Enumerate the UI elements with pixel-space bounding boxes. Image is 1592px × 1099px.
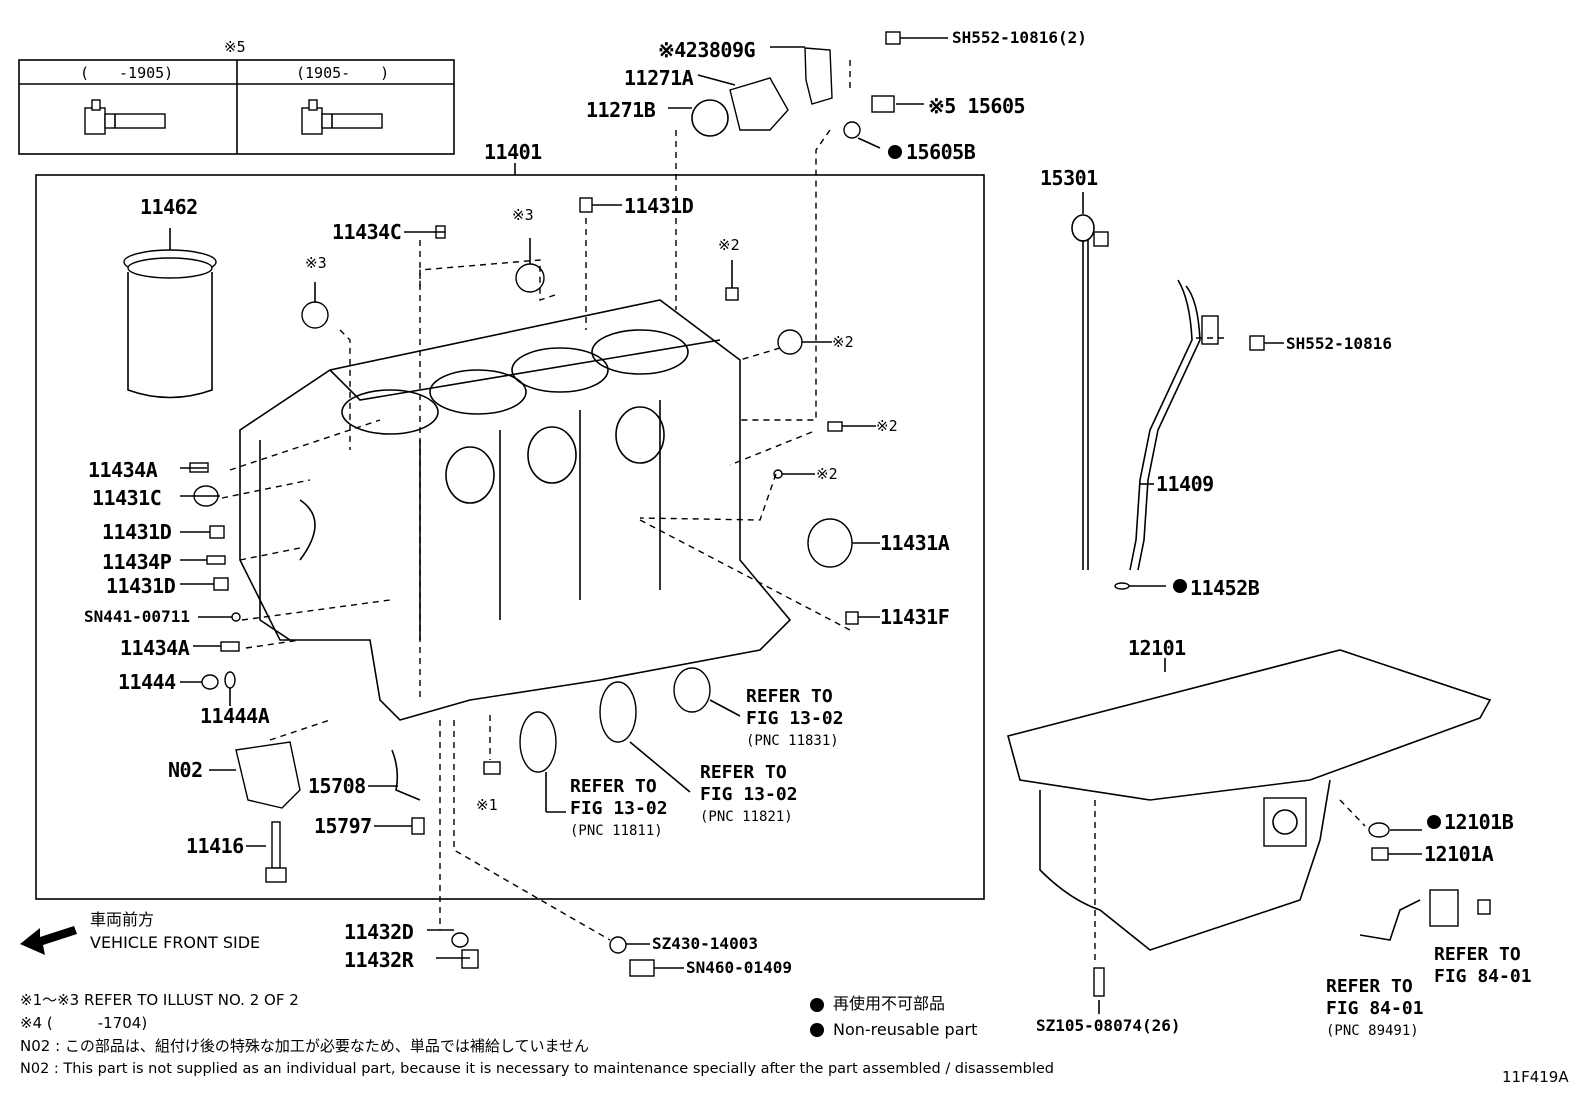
part-label[interactable]: 11434C [332, 220, 402, 244]
part-label[interactable]: 11434A [88, 458, 158, 482]
part-label[interactable]: 11431D [102, 520, 172, 544]
part-label[interactable]: 11434P [102, 550, 172, 574]
leader-lines [180, 37, 1422, 1014]
part-label[interactable]: 11271B [586, 98, 656, 122]
bolt-old-icon [84, 99, 166, 135]
part-label[interactable]: 11431C [92, 486, 162, 510]
part-label[interactable]: ※5 15605 [928, 94, 1026, 118]
part-label[interactable]: 11432R [344, 948, 414, 972]
part-label[interactable]: 15708 [308, 774, 366, 798]
part-label[interactable]: SZ105-08074(26) [1036, 1016, 1181, 1035]
note-2: ※4 ( -1704) [20, 1014, 148, 1032]
part-label[interactable]: 11431A [880, 531, 950, 555]
front-arrow-icon [20, 926, 77, 955]
cylinder-liner [123, 228, 217, 399]
engine-block [239, 299, 792, 721]
legend-dot-1 [810, 998, 824, 1012]
part-label[interactable]: 12101A [1424, 842, 1494, 866]
version-table-header: ※5 [224, 38, 246, 56]
part-label[interactable]: 15301 [1040, 166, 1098, 190]
part-label[interactable]: 11444A [200, 704, 270, 728]
part-label[interactable]: 11416 [186, 834, 244, 858]
part-label[interactable]: 12101B [1444, 810, 1514, 834]
part-label[interactable]: 11462 [140, 195, 198, 219]
ref-mark: ※2 [816, 465, 838, 483]
legend-en: Non-reusable part [833, 1020, 978, 1039]
front-side-en: VEHICLE FRONT SIDE [90, 933, 261, 952]
bolt-new-icon [301, 99, 383, 135]
block-frame [35, 174, 985, 900]
note-4: N02 : This part is not supplied as an in… [20, 1061, 1054, 1077]
legend-dot-2 [810, 1023, 824, 1037]
version-table [18, 59, 455, 155]
ref-mark: ※3 [305, 254, 327, 272]
ref-mark: ※2 [832, 333, 854, 351]
version-col-old: ( -1905) [80, 64, 174, 82]
part-label[interactable]: 11431D [624, 194, 694, 218]
part-label[interactable]: 12101 [1128, 636, 1186, 660]
part-label[interactable]: SH552-10816(2) [952, 28, 1087, 47]
front-side-jp: 車両前方 [90, 910, 155, 929]
note-1: ※1～※3 REFER TO ILLUST NO. 2 OF 2 [20, 991, 299, 1009]
part-label[interactable]: SN441-00711 [84, 607, 190, 626]
part-label[interactable]: 11401 [484, 140, 542, 164]
part-label[interactable]: SZ430-14003 [652, 934, 758, 953]
part-label[interactable]: 11431D [106, 574, 176, 598]
note-3: N02 : この部品は、組付け後の特殊な加工が必要なため、単品では補給していませ… [20, 1037, 590, 1055]
part-label[interactable]: 11452B [1190, 576, 1260, 600]
dashed-guides [221, 60, 1366, 965]
ref-mark: ※1 [476, 796, 498, 814]
part-label[interactable]: 11271A [624, 66, 694, 90]
ref-mark: ※2 [876, 417, 898, 435]
part-label[interactable]: 11432D [344, 920, 414, 944]
part-label[interactable]: 15605B [906, 140, 976, 164]
diagram-code: 11F419A [1502, 1068, 1569, 1086]
ref-mark: ※2 [718, 236, 740, 254]
ref-mark: ※3 [512, 206, 534, 224]
part-label[interactable]: 11434A [120, 636, 190, 660]
part-label[interactable]: N02 [168, 758, 203, 782]
part-label[interactable]: ※423809G [658, 38, 756, 62]
part-label[interactable]: 11444 [118, 670, 176, 694]
part-label[interactable]: 11431F [880, 605, 950, 629]
part-label[interactable]: SN460-01409 [686, 958, 792, 977]
legend-jp: 再使用不可部品 [833, 994, 946, 1013]
part-label[interactable]: 15797 [314, 814, 372, 838]
oil-pan [1007, 649, 1492, 997]
dipstick [1071, 214, 1109, 570]
part-label[interactable]: SH552-10816 [1286, 334, 1392, 353]
version-col-new: (1905- ) [296, 64, 390, 82]
part-label[interactable]: 11409 [1156, 472, 1214, 496]
